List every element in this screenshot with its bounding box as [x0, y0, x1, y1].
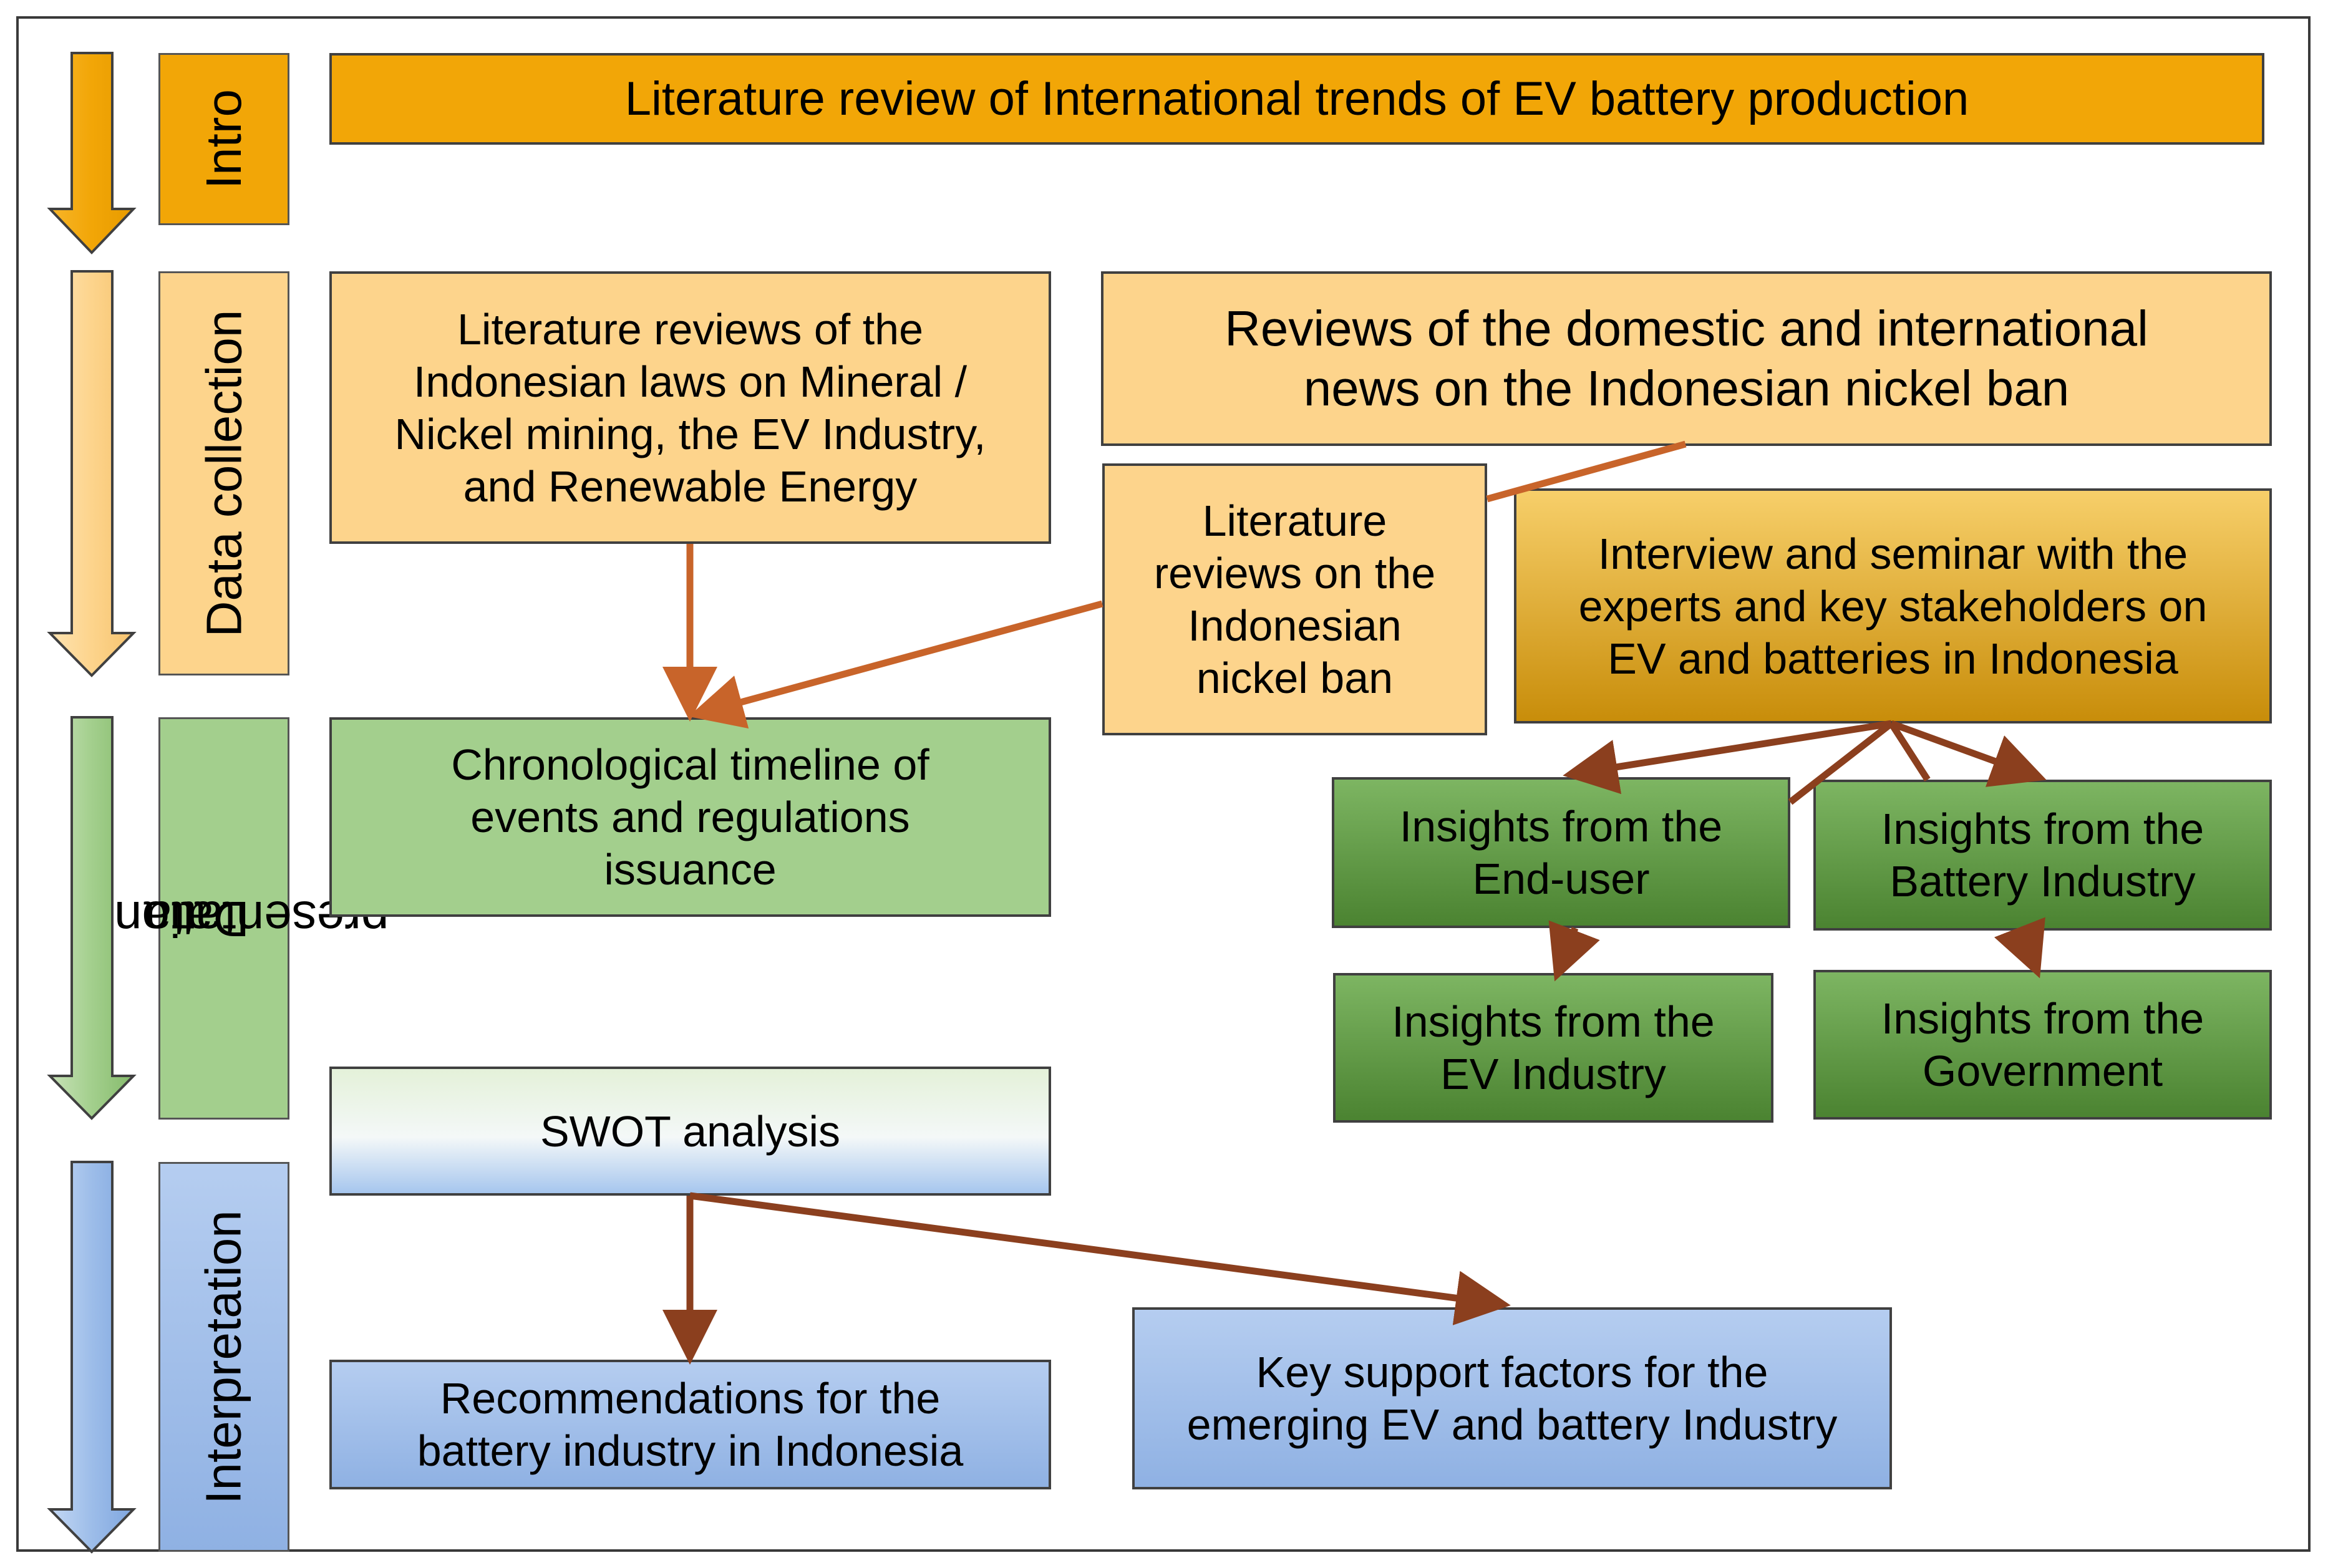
swot-analysis-box: SWOT analysis: [329, 1067, 1051, 1196]
connector-interview-to-ev: [1788, 720, 1894, 805]
connector-news-to-nickel-ban: [1486, 440, 1687, 503]
laws-review-line: Literature reviews of the: [457, 304, 923, 354]
timeline-line: Chronological timeline of: [451, 740, 929, 789]
nickel-ban-review-line: Literature: [1202, 496, 1387, 545]
timeline-box: Chronological timeline of events and reg…: [329, 717, 1051, 917]
nickel-ban-review-box: Literature reviews on the Indonesian nic…: [1102, 463, 1487, 735]
insights-government-line: Government: [1922, 1047, 2163, 1095]
key-support-factors-box: Key support factors for the emerging EV …: [1132, 1307, 1892, 1489]
swot-analysis-text: SWOT analysis: [540, 1106, 841, 1156]
interview-line: Interview and seminar with the: [1598, 529, 2188, 578]
connector-battery-to-government: [1994, 917, 2045, 979]
laws-review-box: Literature reviews of the Indonesian law…: [329, 271, 1051, 544]
interview-line: experts and key stakeholders on: [1578, 581, 2208, 631]
insights-ev-industry-box: Insights from the EV Industry: [1333, 973, 1773, 1123]
nickel-ban-review-line: Indonesian: [1188, 601, 1402, 650]
insights-end-user-box: Insights from the End-user: [1332, 777, 1790, 928]
timeline-line: issuance: [604, 845, 777, 894]
data-presentation-stage-arrow: [47, 716, 137, 1120]
nickel-ban-review-line: nickel ban: [1196, 654, 1394, 702]
stage-label-interpretation: Interpretation: [158, 1162, 289, 1552]
intro-stage-arrow: [47, 52, 137, 254]
news-review-line: Reviews of the domestic and internationa…: [1225, 301, 2148, 356]
stage-label-data-collection: Data collection: [158, 271, 289, 675]
key-support-line: Key support factors for the: [1256, 1348, 1768, 1396]
insights-battery-line: Insights from the: [1881, 805, 2204, 853]
key-support-line: emerging EV and battery Industry: [1186, 1400, 1838, 1449]
diagram-frame: [16, 16, 2311, 1552]
connector-interview-to-battery: [1890, 720, 2047, 787]
stage-label-data-presentation: Data presentation: [114, 717, 389, 1120]
connector-interview-to-government: [1888, 722, 1931, 782]
stage-label-intro: Intro: [158, 53, 289, 225]
insights-government-line: Insights from the: [1881, 994, 2204, 1043]
interview-box: Interview and seminar with the experts a…: [1514, 488, 2272, 724]
news-review-line: news on the Indonesian nickel ban: [1303, 361, 2070, 416]
insights-ev-line: EV Industry: [1440, 1050, 1666, 1098]
insights-government-box: Insights from the Government: [1813, 970, 2272, 1120]
laws-review-line: and Renewable Energy: [463, 462, 918, 511]
insights-battery-industry-box: Insights from the Battery Industry: [1813, 780, 2272, 931]
data-collection-stage-arrow: [47, 270, 137, 677]
insights-ev-line: Insights from the: [1392, 997, 1715, 1046]
news-review-box: Reviews of the domestic and internationa…: [1101, 271, 2272, 446]
intro-literature-review-text: Literature review of International trend…: [624, 72, 1969, 125]
interpretation-stage-arrow: [47, 1161, 137, 1554]
connector-interview-to-end-user: [1563, 720, 1892, 795]
connector-end-user-to-ev: [1548, 920, 1600, 982]
insights-end-user-line: End-user: [1472, 854, 1650, 903]
recommendations-box: Recommendations for the battery industry…: [329, 1360, 1051, 1489]
laws-review-line: Nickel mining, the EV Industry,: [394, 409, 986, 458]
intro-literature-review-box: Literature review of International trend…: [329, 53, 2264, 145]
insights-end-user-line: Insights from the: [1399, 802, 1723, 851]
laws-review-line: Indonesian laws on Mineral /: [413, 357, 968, 406]
timeline-line: events and regulations: [470, 793, 910, 841]
nickel-ban-review-line: reviews on the: [1153, 549, 1436, 598]
connector-swot-to-key-support: [689, 1192, 1511, 1325]
connector-nickel-ban-to-timeline: [688, 600, 1103, 729]
recommendations-line: Recommendations for the: [440, 1374, 941, 1423]
interview-line: EV and batteries in Indonesia: [1608, 634, 2178, 683]
insights-battery-line: Battery Industry: [1889, 857, 2196, 906]
recommendations-line: battery industry in Indonesia: [417, 1426, 964, 1475]
